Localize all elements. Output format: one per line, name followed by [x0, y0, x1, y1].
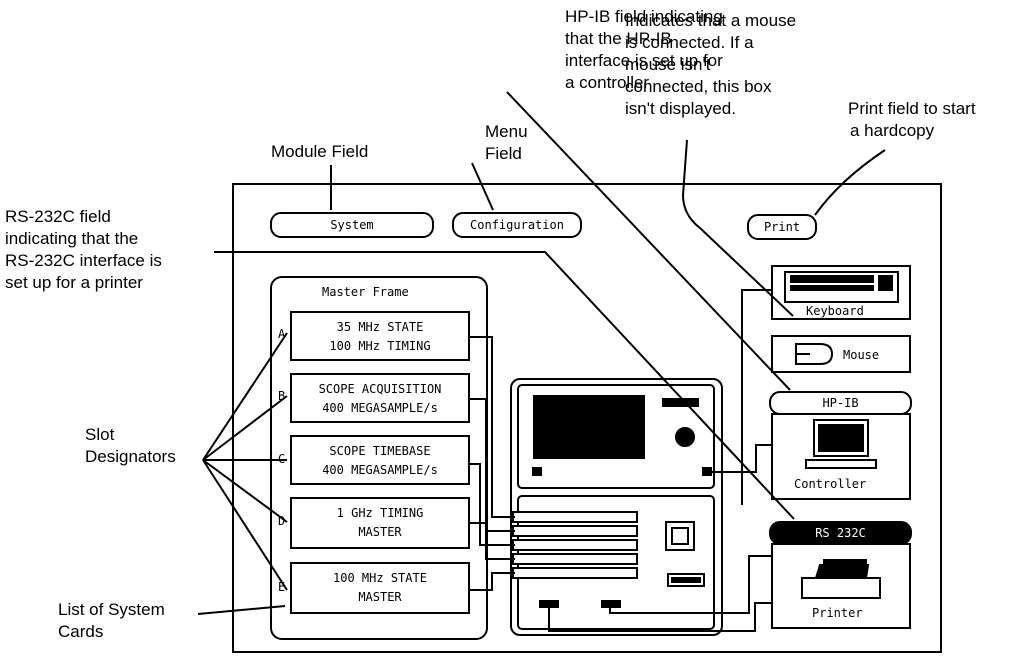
configuration-button[interactable]: Configuration: [452, 212, 582, 238]
system-button[interactable]: System: [270, 212, 434, 238]
rs232c-field[interactable]: RS 232C: [769, 521, 912, 545]
print-button[interactable]: Print: [747, 214, 817, 240]
mainframe-image: [510, 378, 723, 636]
slot-letter-b: B: [278, 389, 286, 403]
slot-letter-e: E: [278, 580, 286, 594]
printer-panel[interactable]: [771, 543, 911, 629]
slot-letter-c: C: [278, 452, 286, 466]
printer-label: Printer: [812, 606, 863, 620]
keyboard-label: Keyboard: [806, 304, 864, 318]
print-annotation: Print field to start a hardcopy: [848, 99, 976, 140]
mouse-panel[interactable]: [771, 335, 911, 373]
controller-label: Controller: [794, 477, 867, 491]
slot-letter-d: D: [278, 514, 286, 528]
master-frame-title: Master Frame: [322, 285, 409, 299]
module-annotation: Module Field: [271, 142, 369, 161]
mouse-label: Mouse: [843, 348, 880, 362]
slot-letter-a: A: [278, 327, 286, 341]
hpib-field[interactable]: HP-IB: [769, 391, 912, 415]
